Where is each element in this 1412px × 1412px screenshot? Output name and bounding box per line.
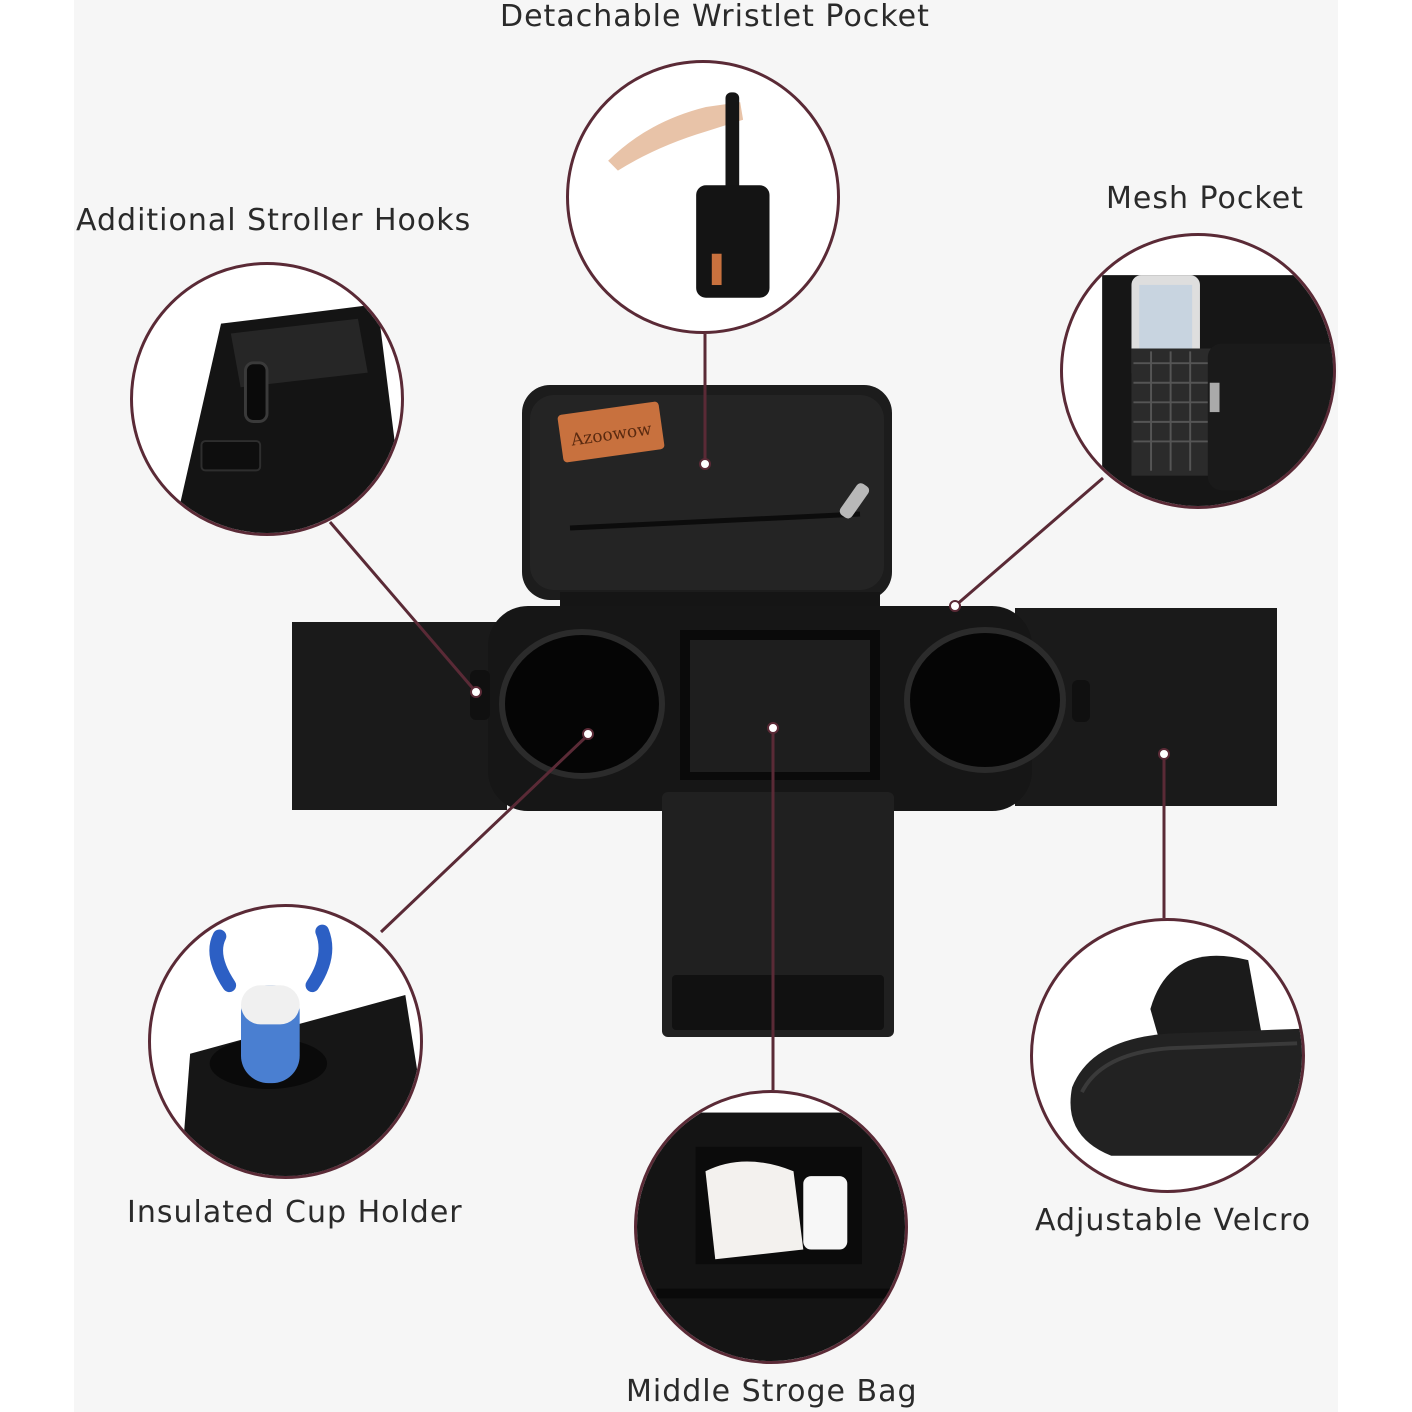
middle-bag-detail-circle [634,1090,908,1364]
wristlet-label: Detachable Wristlet Pocket [500,0,930,34]
mesh-detail-circle [1060,233,1336,509]
hooks-label: Additional Stroller Hooks [76,203,472,238]
hooks-detail-circle [130,262,404,536]
middle-bag-detail-photo [637,1112,905,1361]
cup-detail-photo [180,924,420,1176]
mesh-label: Mesh Pocket [1106,181,1304,216]
velcro-detail-photo [1070,955,1302,1156]
velcro-label: Adjustable Velcro [1035,1203,1312,1238]
cup-detail-circle [148,904,423,1179]
mesh-detail-photo [1102,275,1333,506]
wristlet-detail-photo [608,92,770,298]
middle-bag-label: Middle Stroge Bag [626,1374,918,1409]
brand-patch: Azoowow [557,401,665,463]
wristlet-detail-circle [566,60,840,334]
velcro-detail-circle [1030,918,1305,1193]
hooks-detail-photo [173,304,401,533]
cup-label: Insulated Cup Holder [127,1195,463,1230]
